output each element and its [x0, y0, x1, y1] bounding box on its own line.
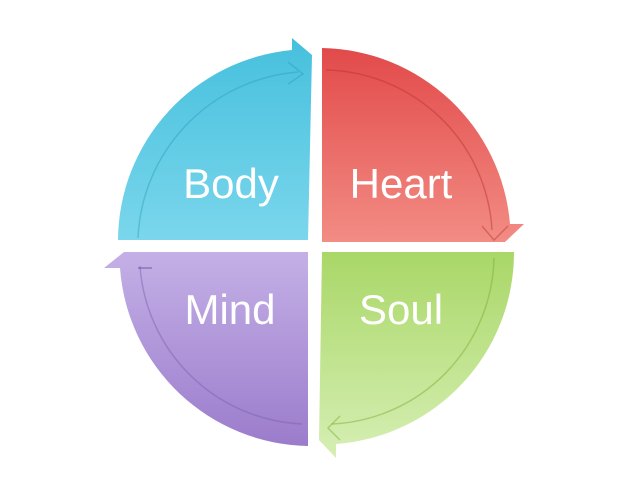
soul-label: Soul: [359, 286, 443, 333]
quadrant-heart: Heart: [322, 48, 524, 242]
heart-arrow-icon: [481, 225, 509, 242]
body-segment: [118, 38, 312, 240]
heart-inner-arc: [325, 69, 493, 231]
body-arrow-icon: [287, 61, 305, 85]
soul-inner-arc: [331, 257, 495, 425]
quadrant-mind: Mind: [104, 252, 308, 446]
mind-segment: [104, 252, 308, 446]
heart-label: Heart: [350, 160, 453, 207]
heart-segment: [322, 48, 524, 242]
body-label: Body: [183, 160, 279, 207]
mind-inner-arc: [139, 265, 303, 425]
mind-label: Mind: [184, 286, 275, 333]
body-inner-arc: [137, 71, 299, 239]
soul-arrow-icon: [326, 415, 341, 441]
quadrant-soul: Soul: [319, 252, 515, 458]
soul-segment: [319, 252, 515, 458]
quadrant-body: Body: [118, 38, 312, 240]
